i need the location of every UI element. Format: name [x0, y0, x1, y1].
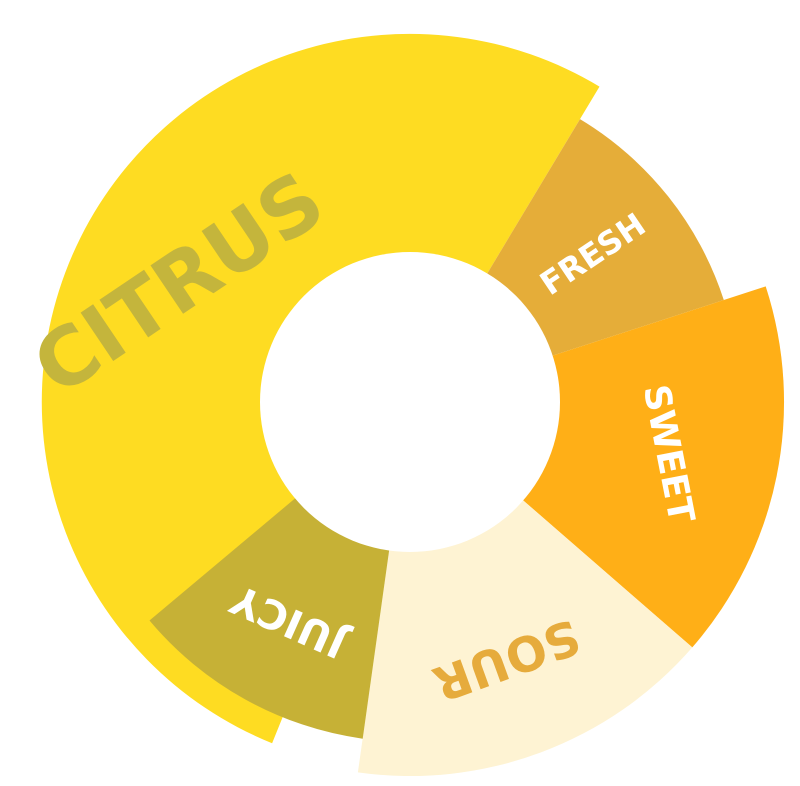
wheel-center [260, 252, 560, 552]
